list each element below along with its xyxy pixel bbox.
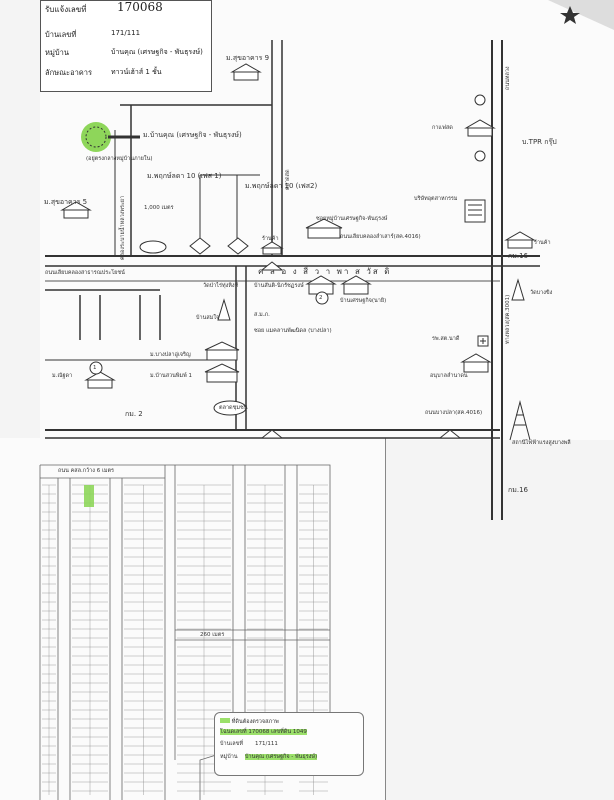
temple-icon <box>217 298 231 321</box>
house-icon <box>305 218 343 239</box>
ferry-icon <box>260 261 284 271</box>
plan-road-mid: 260 เมตร <box>200 632 225 638</box>
label-km16-bottom: กม.16 <box>508 486 528 494</box>
house-icon <box>230 63 262 81</box>
label-road-main: ถนนเลียบคลองลำเสาร์(สค.4016) <box>340 234 421 240</box>
house-no-value: 171/111 <box>111 29 141 37</box>
label-shop-right: ร้านค้า <box>534 240 551 246</box>
label-soi-dam: ซอย แมคลานพัฒนิดล (บางปลา) <box>254 328 332 334</box>
marker-1 <box>89 361 103 375</box>
label-hospital: รพ.สต.นาดี <box>432 336 460 342</box>
label-jap-temple: วัดบางขิง <box>530 290 553 296</box>
target-lot <box>84 485 94 507</box>
marker-2-label: 2 <box>319 295 323 301</box>
market-badge <box>213 400 247 416</box>
label-village-10-1: ม.พฤกษ์ลดา 10 (เฟส 1) <box>147 172 222 180</box>
doc-number-value: 170068 <box>117 0 163 14</box>
label-village-9: ม.สุขอาคาร 9 <box>226 54 270 62</box>
temple-icon <box>511 278 525 301</box>
target-marker <box>81 122 111 152</box>
label-cafe: กาแฟสด <box>432 125 453 131</box>
label-village-target: ม.บ้านคุณ (เศรษฐกิจ - พันธุรงษ์) <box>143 131 242 139</box>
sign-icon <box>474 150 486 162</box>
label-village-phong: ม.บ้านสวนพิมพ์ 1 <box>150 373 193 379</box>
village-value: บ้านคุณ (เศรษฐกิจ - พันธุรงษ์) <box>111 48 203 56</box>
landmark-diamond <box>227 237 249 255</box>
label-station: สถานีไฟฟ้าแรงสูงบางพลี <box>512 440 571 446</box>
label-road-left: ถนนเลียบคลองสาธารณประโยชน์ <box>45 270 125 276</box>
legend-swatch <box>220 718 230 723</box>
info-box: รับแจ้งเลขที่ 170068 บ้านเลขที่ 171/111 … <box>40 0 212 92</box>
label-flyover: คลองระบายน้ำหลวงพระยา <box>120 195 126 260</box>
plan-outline <box>39 464 331 800</box>
plan-road-top: ถนน คสล.กว้าง 6 เมตร <box>58 468 114 474</box>
label-factory: บริษัทอุตสาหกรรม <box>414 196 458 202</box>
compass-corner <box>548 0 614 30</box>
house-icon <box>305 275 337 295</box>
building-label: ลักษณะอาคาร <box>45 68 93 77</box>
legend-line2-value: 171/111 <box>255 741 278 747</box>
label-ring-road: ถนนหลวง <box>505 66 511 90</box>
house-icon <box>260 241 284 255</box>
label-school-shop: บ้านสันติ-นิกรัชฏรงษ์ <box>254 283 304 289</box>
label-village-10-2: ม.พฤกษ์ลดา 10 (เฟส2) <box>245 182 318 190</box>
label-pole: ส.ม.ภ. <box>254 312 270 318</box>
legend-line3-value: บ้านคุณ (เศรษฐกิจ - พันธุรงษ์) <box>245 754 318 760</box>
house-icon <box>504 231 536 249</box>
house-no-label: บ้านเลขที่ <box>45 30 77 39</box>
label-canal: ค ล อ ง สี่ ว า พา ส วัส ดิ <box>258 267 392 276</box>
doc-number-label: รับแจ้งเลขที่ <box>45 5 87 14</box>
bridge-icon <box>260 429 284 439</box>
legend-line1: โฉนดเลขที่ 170068 เลขที่ดิน 1049 <box>220 729 307 735</box>
label-market-top: ตลาดสด <box>285 169 291 190</box>
village-label: หมู่บ้าน <box>45 48 69 57</box>
house-icon <box>84 371 116 389</box>
marker-2 <box>315 291 329 305</box>
label-shop: ร้านค้า <box>262 236 279 242</box>
sign-icon <box>474 94 486 106</box>
label-village-5: ม.สุขอาคาร 5 <box>44 198 88 206</box>
house-icon <box>340 275 372 295</box>
label-house-ruler: บ้านเศรษฐกิจ(นายิ) <box>340 298 387 304</box>
label-target-note: (อยู่ตรงกลางหมู่บ้านภายใน) <box>86 156 153 162</box>
house-icon <box>464 119 496 137</box>
label-km2: กม. 2 <box>125 410 143 418</box>
house-icon <box>204 363 240 383</box>
north-star-icon <box>560 6 580 24</box>
bridge-icon <box>438 429 462 439</box>
label-temple-left: วัดป่าไร่ทุ่งหิงห์ <box>203 283 239 289</box>
legend-line3-label: หมู่บ้าน <box>220 754 238 760</box>
legend-line2-label: บ้านเลขที่ <box>220 741 243 747</box>
label-market: ตลาดชุมชน <box>219 405 248 411</box>
label-road-bangpla: ถนนบางปลา(สค.4016) <box>425 410 483 416</box>
landmark-diamond <box>189 237 211 255</box>
house-icon <box>60 201 92 219</box>
power-tower-icon <box>509 400 531 441</box>
label-km16-top: กม.16 <box>508 252 528 260</box>
label-village-nipa: ม.ณัฐดา <box>52 373 73 379</box>
label-soi-entrance: ซอยหมู่บ้านเศรษฐกิจ-พันธุรงษ์ <box>316 216 388 222</box>
house-icon <box>204 341 240 361</box>
label-highway: ทางหลวง(สค.3001) <box>505 294 511 344</box>
factory-icon <box>464 199 486 223</box>
label-distance: 1,000 เมตร <box>144 205 174 211</box>
legend-title: ที่ดินต้องตรวจสภาพ <box>231 719 279 725</box>
legend-box: ที่ดินต้องตรวจสภาพ โฉนดเลขที่ 170068 เลข… <box>214 712 364 776</box>
market-badge <box>139 240 167 254</box>
label-school: อนุบาลลำนาดน <box>430 373 468 379</box>
label-temple-mid: บ้านสมใจ <box>196 315 220 321</box>
building-value: ทาวน์เฮ้าส์ 1 ชั้น <box>111 68 162 76</box>
label-tpr: บ.TPR กรุ๊ป <box>522 138 557 146</box>
label-village-pak: ม.บางปลาอู่เจริญ <box>150 352 191 358</box>
marker-1-label: 1 <box>93 365 97 371</box>
house-icon <box>460 353 492 373</box>
